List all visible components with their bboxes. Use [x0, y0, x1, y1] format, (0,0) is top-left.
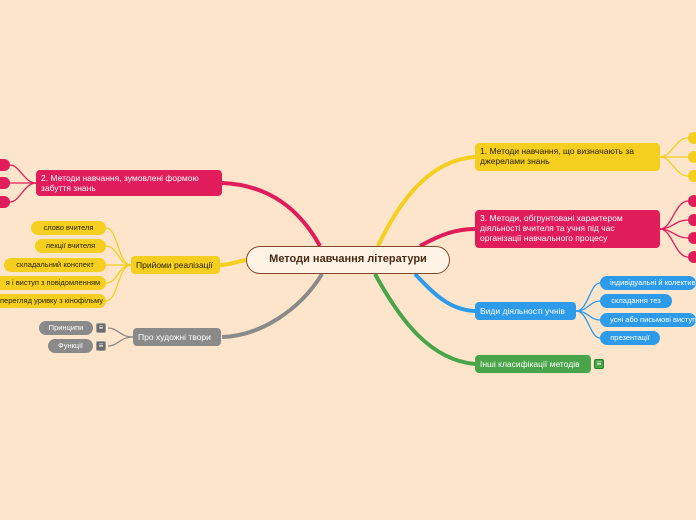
student-activity-item[interactable]: презентації — [600, 331, 660, 345]
works-item-principles[interactable]: Принципи — [39, 321, 93, 335]
sources-child-2[interactable] — [688, 151, 696, 163]
topic-techniques[interactable]: Прийоми реалізації — [131, 256, 220, 274]
topic-goals[interactable]: 2. Методи навчання, зумовлені формою заб… — [36, 170, 222, 196]
link-activity — [419, 227, 476, 248]
technique-item[interactable]: перегляд уривку з кінофільму — [0, 294, 106, 308]
link-other — [373, 273, 476, 366]
technique-item[interactable]: лекції вчителя — [35, 239, 106, 253]
root-topic[interactable]: Методи навчання літератури — [246, 246, 450, 274]
activity-child-4[interactable] — [688, 251, 696, 263]
goals-child-3[interactable] — [0, 196, 10, 208]
sources-child-1[interactable] — [688, 132, 696, 144]
link-works — [221, 272, 324, 339]
topic-sources[interactable]: 1. Методи навчання, що визначають за дже… — [475, 143, 660, 171]
technique-item[interactable]: складальний конспект — [4, 258, 106, 272]
student-activity-item[interactable]: індивідуальні й колективні — [600, 276, 696, 290]
topic-activity[interactable]: 3. Методи, обгрунтовані характером діяль… — [475, 210, 660, 248]
works-item-functions[interactable]: Функції — [48, 339, 93, 353]
activity-child-3[interactable] — [688, 232, 696, 244]
topic-student-activities[interactable]: Види діяльності учнів — [475, 302, 576, 320]
link-techniques — [219, 258, 247, 267]
notes-icon[interactable]: ≡ — [96, 323, 106, 333]
activity-child-2[interactable] — [688, 214, 696, 226]
notes-icon[interactable]: ≡ — [594, 359, 604, 369]
link-sources — [376, 155, 476, 247]
link-students — [413, 272, 476, 313]
technique-item[interactable]: слово вчителя — [31, 221, 106, 235]
technique-item[interactable]: я і виступ з повідомленням — [0, 276, 106, 290]
activity-child-1[interactable] — [688, 195, 696, 207]
student-activity-item[interactable]: усні або письмові виступи — [600, 313, 696, 327]
student-activity-item[interactable]: складання тез — [600, 294, 672, 308]
notes-icon[interactable]: ≡ — [96, 341, 106, 351]
topic-works[interactable]: Про художні твори — [133, 328, 221, 346]
sources-child-3[interactable] — [688, 170, 696, 182]
topic-other-classifications[interactable]: Інші класифікації методів — [475, 355, 591, 373]
goals-child-1[interactable] — [0, 159, 10, 171]
goals-child-2[interactable] — [0, 177, 10, 189]
link-goals — [221, 181, 322, 247]
